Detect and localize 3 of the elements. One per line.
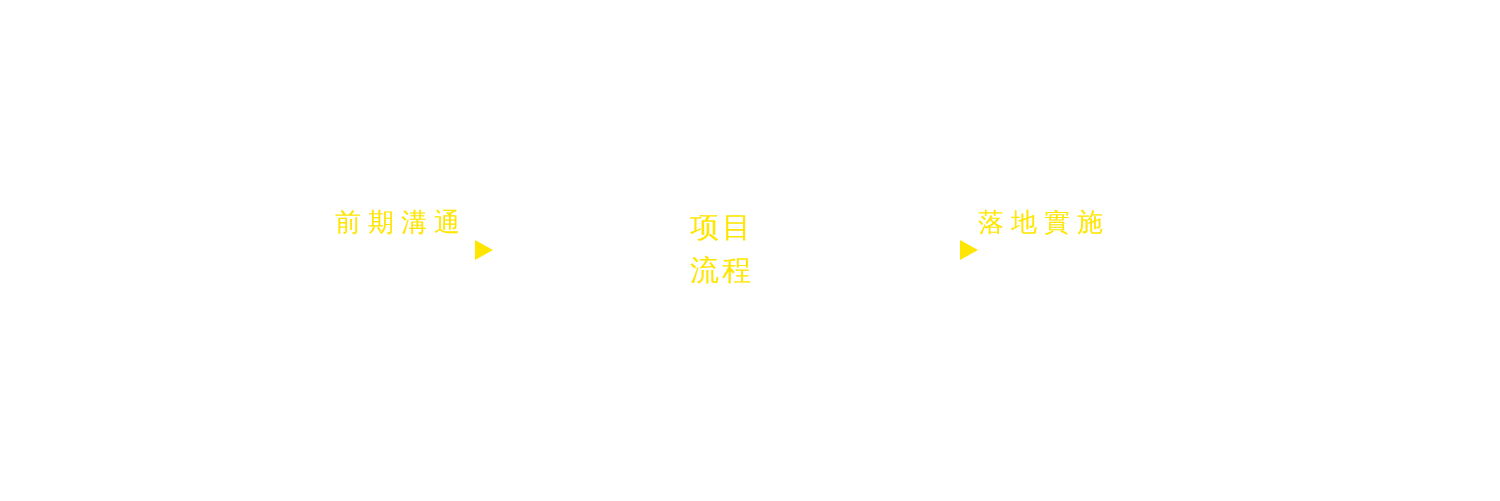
title: 项目流程 [690, 209, 755, 289]
step-label: 前期溝通 [335, 207, 467, 237]
step-label: 落地實施 [978, 207, 1110, 237]
